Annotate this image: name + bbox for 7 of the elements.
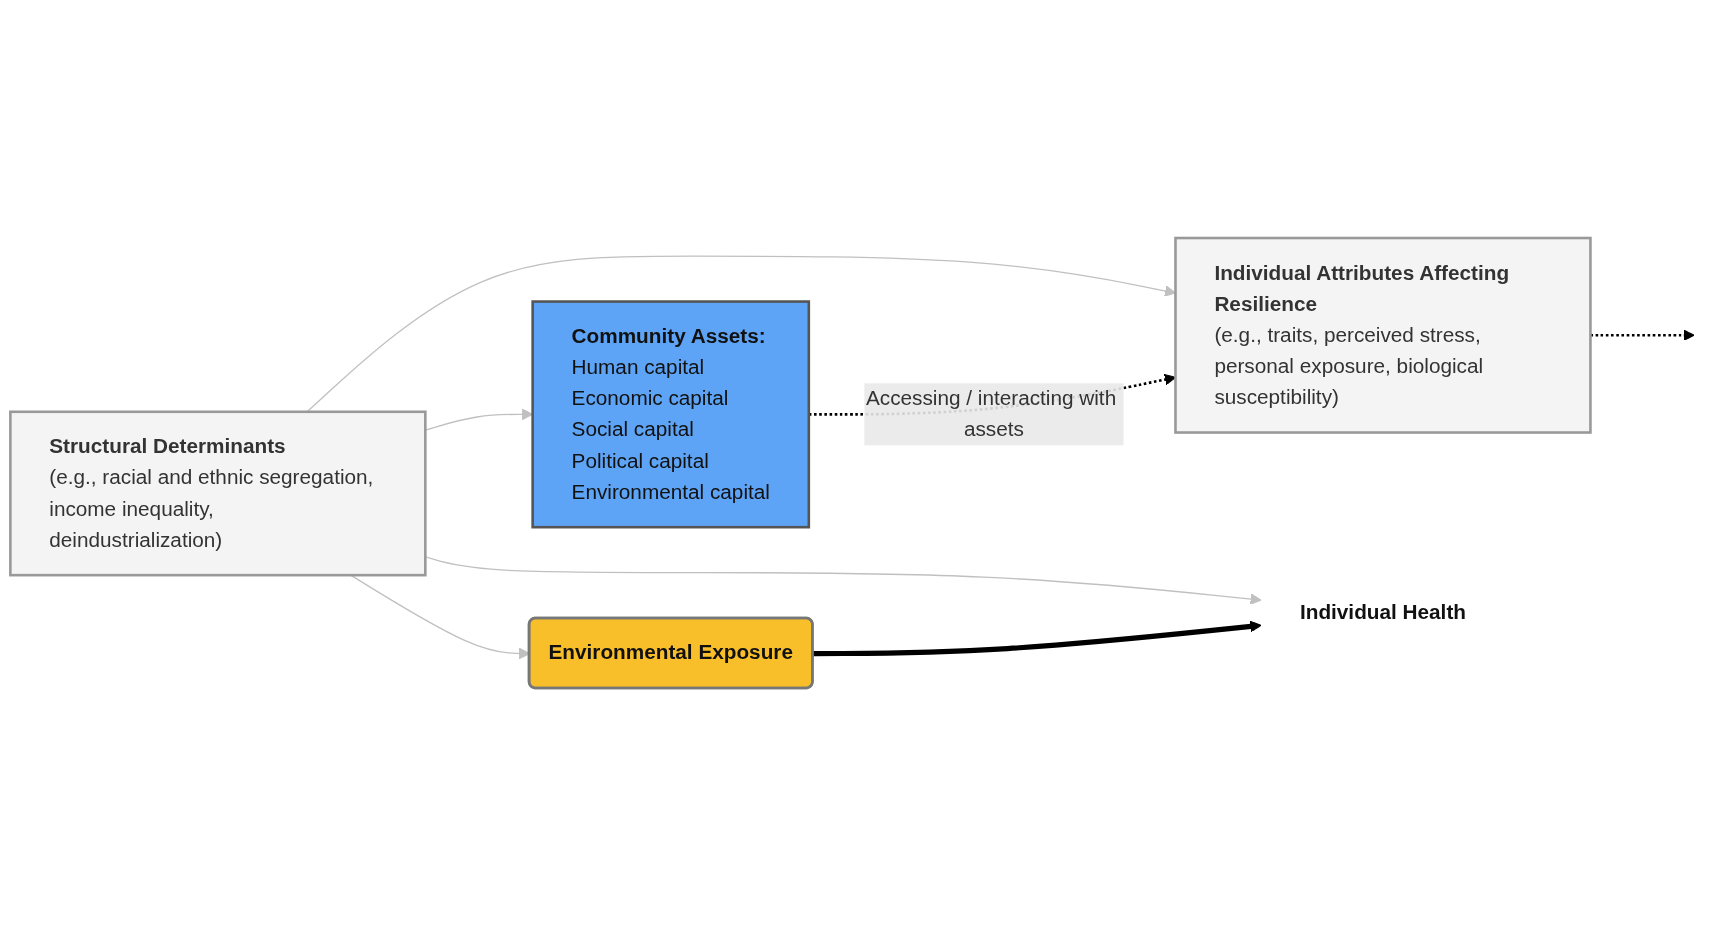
arrow — [813, 620, 1262, 657]
node-box: Individual Attributes Affecting Resilience (e.g., traits, perceived stress, personal exposure, biological susceptibility) — [1174, 236, 1592, 434]
node-text: Individual Health — [1299, 601, 1466, 624]
node-box: Structural Determinants (e.g., racial and ethnic segregation, income inequality, deindustrialization) — [9, 410, 427, 577]
node-box: Community Assets: Human capital Economic capital Social capital Political capital Environmental capital — [531, 300, 811, 529]
edge-label: Accessing / interacting with assets — [865, 387, 1117, 441]
arrow — [1590, 329, 1695, 341]
